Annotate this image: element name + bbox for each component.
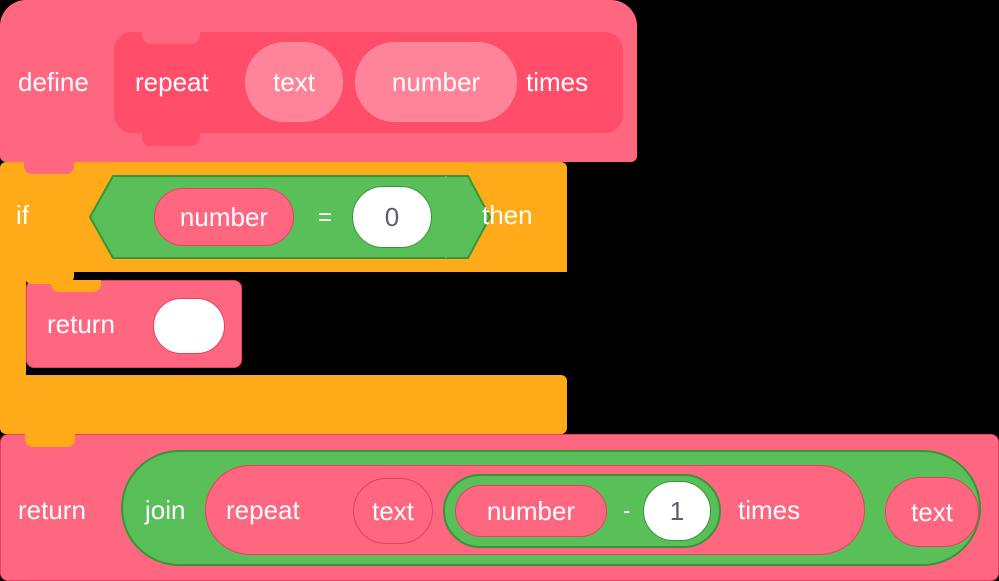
prototype-arg-text-label: text xyxy=(273,67,315,97)
prototype-label-times: times xyxy=(526,67,589,97)
then-keyword-label: then xyxy=(482,200,533,230)
define-keyword-label: define xyxy=(18,67,89,97)
repeat-call-times-label: times xyxy=(738,495,801,525)
prototype-label-repeat: repeat xyxy=(135,67,209,97)
if-block-left-arm xyxy=(0,272,26,375)
repeat-custom-block-call[interactable]: repeat text number - 1 times xyxy=(205,465,865,555)
return-bottom-keyword-label: return xyxy=(18,495,86,525)
return-inner-keyword-label: return xyxy=(47,309,115,339)
equals-operator-label: = xyxy=(318,204,333,231)
subtraction-operator-block[interactable]: number - 1 xyxy=(443,474,721,548)
subtraction-operator-label: - xyxy=(623,498,631,523)
condition-variable-label: number xyxy=(179,202,269,232)
define-hat-block[interactable]: define repeat text number times xyxy=(0,0,637,162)
subtraction-left-variable-label: number xyxy=(486,496,576,526)
prototype-notch-bottom-icon xyxy=(142,132,200,146)
if-keyword-label: if xyxy=(16,200,29,230)
return-inner-value-input[interactable] xyxy=(153,298,225,354)
condition-variable-number[interactable]: number xyxy=(154,188,294,246)
repeat-call-label: repeat xyxy=(226,495,300,525)
custom-block-prototype[interactable]: repeat text number times xyxy=(114,31,623,146)
join-second-operand-label: text xyxy=(911,497,953,527)
if-inner-notch-icon xyxy=(24,272,74,284)
join-operator-block[interactable]: join repeat text number - 1 times xyxy=(121,450,981,566)
return-block-inside-if[interactable]: return xyxy=(26,280,242,368)
if-top-notch-icon xyxy=(24,162,74,174)
prototype-arg-number-label: number xyxy=(391,67,481,97)
join-second-operand-text[interactable]: text xyxy=(885,477,979,547)
prototype-arg-number[interactable]: number xyxy=(355,42,517,122)
hexagon-right-point-icon xyxy=(447,175,491,259)
condition-number-input[interactable]: 0 xyxy=(352,186,432,248)
repeat-call-arg-text-label: text xyxy=(372,496,414,526)
if-then-block[interactable]: if number = 0 then xyxy=(0,162,567,446)
subtraction-left-variable[interactable]: number xyxy=(455,485,607,537)
subtraction-right-input[interactable]: 1 xyxy=(643,481,711,541)
join-label: join xyxy=(145,495,186,525)
subtraction-right-value: 1 xyxy=(669,496,685,526)
return-block-bottom[interactable]: return join repeat text number - 1 ti xyxy=(0,434,999,581)
repeat-call-arg-text[interactable]: text xyxy=(353,478,433,544)
return-bottom-notch-icon xyxy=(25,434,75,447)
if-block-header[interactable]: if number = 0 then xyxy=(0,162,567,272)
prototype-arg-text[interactable]: text xyxy=(245,42,343,122)
if-block-footer[interactable] xyxy=(0,375,567,446)
condition-number-value: 0 xyxy=(384,202,400,232)
prototype-notch-top-icon xyxy=(142,31,200,44)
